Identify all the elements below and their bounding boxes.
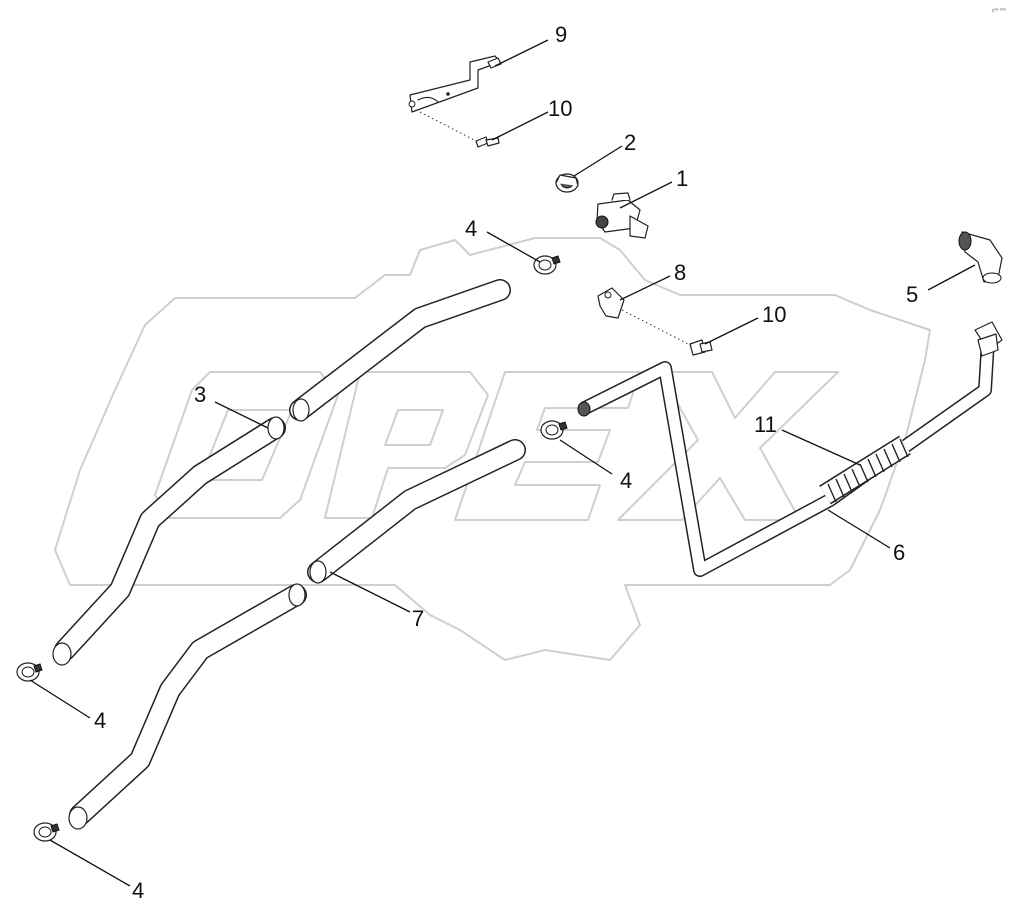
callout-1: 1: [676, 166, 688, 191]
watermark-letter-e: [454, 371, 641, 521]
leader-lines: [29, 39, 976, 887]
hose-part-3-lower: [52, 416, 286, 666]
tube-part-11: [577, 321, 1003, 577]
part-8-clip: [597, 287, 625, 319]
leader-4-left-lower: [49, 839, 131, 887]
part-1-drain-valve: [595, 192, 649, 239]
leader-1: [619, 181, 673, 209]
hose-part-3-upper: [289, 279, 511, 422]
part-5-elbow-fitting: [958, 231, 1003, 284]
callout-10-lower: 10: [762, 302, 786, 327]
callout-5: 5: [906, 282, 918, 307]
part-2-bushing: [555, 173, 579, 193]
hose-clamp-left-upper: [16, 662, 43, 682]
leader-11: [781, 429, 861, 466]
watermark-gear-outline: [54, 237, 931, 661]
callout-6: 6: [893, 540, 905, 565]
part-9-bracket: [408, 55, 502, 113]
hose-clamp-left-lower: [33, 822, 60, 842]
callout-4-top: 4: [465, 216, 477, 241]
callout-2: 2: [624, 130, 636, 155]
callout-7: 7: [412, 606, 424, 631]
leader-9: [494, 39, 549, 67]
callout-4-left-upper: 4: [94, 708, 106, 733]
leader-4-top: [486, 231, 541, 263]
callout-11: 11: [754, 412, 777, 437]
corner-code: c⁰⁰ ⁰⁰⁰: [992, 8, 1006, 14]
dotted-guide-bracket-bolt: [419, 111, 479, 143]
leader-10-lower: [704, 317, 759, 345]
leader-4-left-upper: [29, 679, 91, 719]
leader-4-middle: [559, 439, 613, 475]
hose-clamp-middle: [540, 420, 568, 440]
callout-4-middle: 4: [620, 468, 632, 493]
leader-5: [927, 264, 976, 291]
callout-4-left-lower: 4: [132, 878, 144, 903]
callout-10-upper: 10: [548, 96, 572, 121]
leader-6: [827, 509, 891, 549]
leader-8: [619, 275, 671, 301]
callout-3: 3: [194, 382, 206, 407]
callout-9: 9: [555, 22, 567, 47]
spring-guard-part-6: [819, 435, 911, 505]
watermark-letter-x: [617, 371, 839, 521]
hose-part-7-lower: [68, 583, 307, 830]
leader-2: [573, 145, 623, 177]
leader-10-upper: [491, 111, 549, 141]
callout-labels: 9 10 2 1 4 8 5 10 3 11 4 6 7 4 4: [94, 22, 918, 903]
leader-7: [329, 571, 411, 613]
leader-3: [214, 401, 269, 429]
hose-clamp-top: [533, 255, 561, 275]
watermark-letter-p: [324, 371, 489, 519]
dotted-guide-clip-bolt: [621, 309, 693, 347]
hose-part-7-upper: [307, 439, 526, 584]
part-10-bolt-upper: [475, 136, 500, 148]
callout-8: 8: [674, 260, 686, 285]
